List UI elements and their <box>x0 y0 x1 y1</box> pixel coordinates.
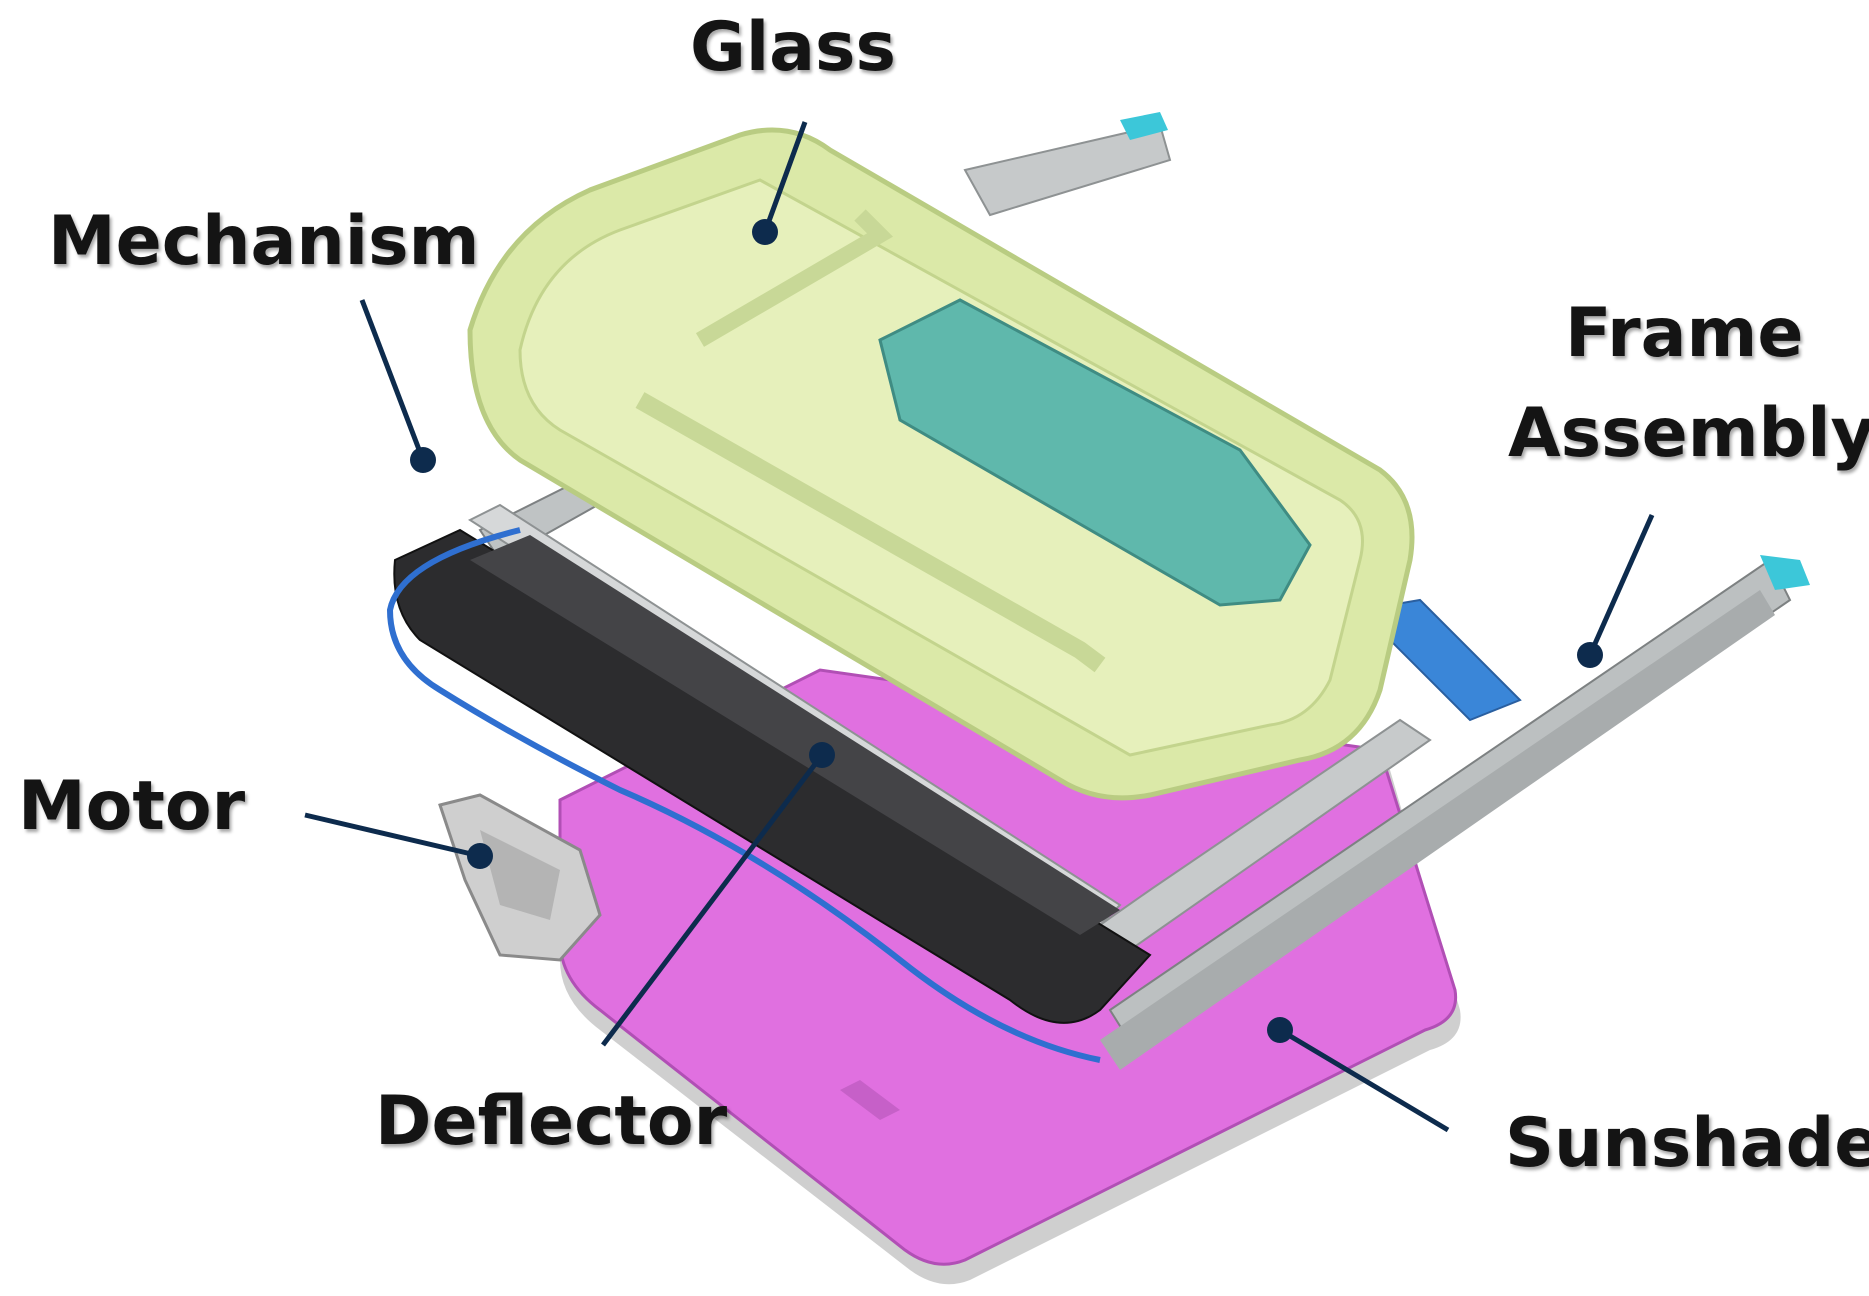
label-sunshade: Sunshade <box>1505 1104 1869 1183</box>
motor-unit <box>438 793 602 962</box>
label-frame-assembly-line1: Frame <box>1565 294 1804 373</box>
leader-sunshade <box>1267 1017 1450 1133</box>
leader-deflector <box>601 742 835 1047</box>
leader-mechanism <box>359 299 436 473</box>
label-mechanism: Mechanism <box>48 202 480 281</box>
label-motor: Motor <box>18 767 246 846</box>
drive-cable <box>386 527 1101 1063</box>
glass-panel <box>467 127 1415 801</box>
label-frame-assembly-line2: Assembly <box>1508 394 1869 473</box>
label-deflector: Deflector <box>375 1082 728 1161</box>
label-glass: Glass <box>690 8 896 87</box>
leader-glass <box>752 121 808 245</box>
leader-frame-assembly <box>1577 513 1655 668</box>
leader-motor <box>304 812 493 869</box>
